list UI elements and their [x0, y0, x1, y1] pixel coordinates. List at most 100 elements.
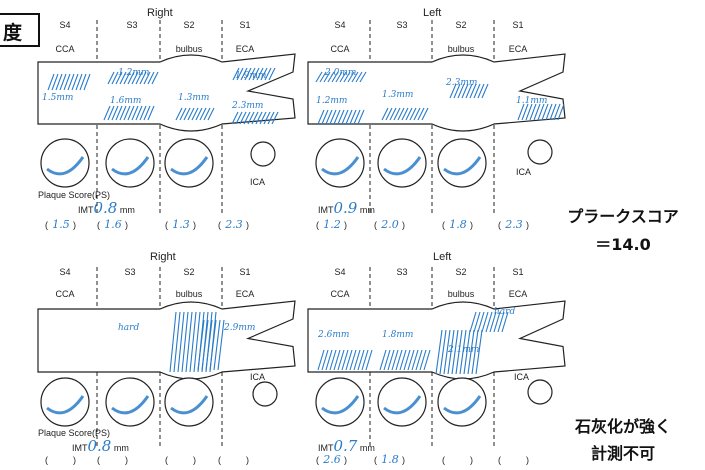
cross-section-s2	[164, 377, 214, 427]
hatch-stroke	[423, 349, 431, 371]
cross-section-s2	[437, 138, 487, 188]
hatch-stroke	[127, 71, 135, 85]
hatch-stroke	[83, 73, 91, 91]
imt-prefix: IMT	[318, 205, 334, 215]
hatch-stroke	[147, 71, 155, 85]
score-open-paren: (	[165, 220, 168, 230]
plaque-thickness-note: 1.3mm	[382, 90, 413, 100]
plaque-thickness-note: 1.9mm	[235, 71, 266, 81]
hatch-stroke	[173, 311, 181, 373]
segment-label-s4: S4	[334, 267, 345, 277]
hatch-stroke	[191, 107, 199, 121]
hatch-stroke	[501, 311, 509, 333]
cross-section-s2	[437, 377, 487, 427]
plaque-thickness-note: 1.6mm	[110, 96, 141, 106]
score-close-paren: )	[125, 455, 128, 465]
hatch-stroke	[385, 107, 393, 121]
hatch-stroke	[333, 349, 341, 371]
hatch-stroke	[521, 103, 529, 121]
score-open-paren: (	[218, 220, 221, 230]
plaque-hatch-4	[449, 83, 489, 99]
hatch-stroke	[256, 67, 264, 81]
hatch-stroke	[485, 311, 493, 333]
hatch-stroke	[393, 107, 401, 121]
score-value: 1.8	[381, 453, 399, 466]
segment-score-s3: (1.8)	[374, 453, 405, 466]
vessel-label-bulbus: bulbus	[176, 44, 203, 54]
hatch-stroke	[123, 105, 131, 121]
segment-label-s3: S3	[396, 20, 407, 30]
hatch-stroke	[395, 349, 403, 371]
cross-section-plaque-2	[383, 395, 422, 415]
score-close-paren: )	[526, 455, 529, 465]
imt-unit: mm	[117, 205, 135, 215]
segment-score-s4: ()	[45, 455, 76, 465]
hatch-stroke	[169, 311, 177, 373]
segment-score-s1: (2.3)	[218, 218, 249, 231]
segment-label-s1: S1	[512, 267, 523, 277]
hatch-stroke	[135, 71, 143, 85]
hatch-stroke	[263, 111, 271, 125]
cross-section-s4	[40, 138, 90, 188]
side-title: Right	[147, 7, 173, 19]
plaque-thickness-note: 2.6mm	[317, 330, 349, 340]
hatch-stroke	[557, 103, 565, 121]
score-value: 2.3	[504, 218, 523, 231]
hatch-stroke	[135, 105, 143, 121]
segment-score-s1: ()	[498, 455, 529, 465]
hatch-stroke	[244, 67, 252, 81]
score-close-paren: )	[402, 455, 405, 465]
imt-unit: mm	[357, 205, 375, 215]
hatch-stroke	[333, 109, 341, 125]
hatch-stroke	[529, 103, 537, 121]
score-close-paren: )	[246, 220, 249, 230]
plaque-hatch-6	[231, 111, 279, 125]
hatch-stroke	[337, 349, 345, 371]
hatch-stroke	[209, 319, 217, 371]
hatch-stroke	[345, 349, 353, 371]
plaque-hatch-2	[107, 71, 159, 85]
hatch-stroke	[329, 349, 337, 371]
hatch-stroke	[383, 349, 391, 371]
hatch-stroke	[268, 67, 276, 81]
hatch-stroke	[347, 71, 355, 83]
vessel-outline	[37, 300, 296, 380]
score-close-paren: )	[246, 455, 249, 465]
hatch-stroke	[361, 349, 369, 371]
vessel-label-eca: ECA	[236, 44, 255, 54]
plaque-thickness-note: 1.5mm	[42, 93, 73, 103]
imt-readout: IMT0.7 mm	[318, 437, 375, 455]
hatch-stroke	[115, 105, 123, 121]
hatch-stroke	[264, 67, 272, 81]
hatch-stroke	[471, 329, 479, 375]
plaque-hatch-4	[469, 311, 509, 333]
plaque-hatch-3	[435, 329, 483, 375]
hatch-stroke	[553, 103, 561, 121]
hatch-stroke	[435, 329, 443, 375]
hatch-stroke	[119, 105, 127, 121]
segment-label-s2: S2	[183, 20, 194, 30]
hatch-stroke	[187, 107, 195, 121]
cross-section-plaque-1	[321, 395, 360, 415]
ica-label: ICA	[514, 372, 529, 382]
segment-label-s3: S3	[126, 20, 137, 30]
hatch-stroke	[139, 71, 147, 85]
cross-section-s3	[105, 377, 155, 427]
plaque-hatch-3	[381, 107, 429, 121]
hatch-stroke	[469, 83, 477, 99]
hatch-stroke	[463, 329, 471, 375]
hatch-stroke	[231, 111, 239, 125]
hatch-stroke	[197, 319, 205, 371]
hatch-stroke	[331, 71, 339, 83]
score-open-paren: (	[45, 455, 48, 465]
calcification-note: 石灰化が強く 計測不可	[548, 413, 698, 464]
segment-label-s2: S2	[183, 267, 194, 277]
imt-prefix: IMT	[72, 443, 88, 453]
hatch-stroke	[359, 71, 367, 83]
cross-section-plaque-2	[111, 395, 150, 415]
hatch-stroke	[325, 109, 333, 125]
score-value: 1.8	[449, 218, 467, 231]
segment-score-s4: (1.5)	[45, 218, 76, 231]
